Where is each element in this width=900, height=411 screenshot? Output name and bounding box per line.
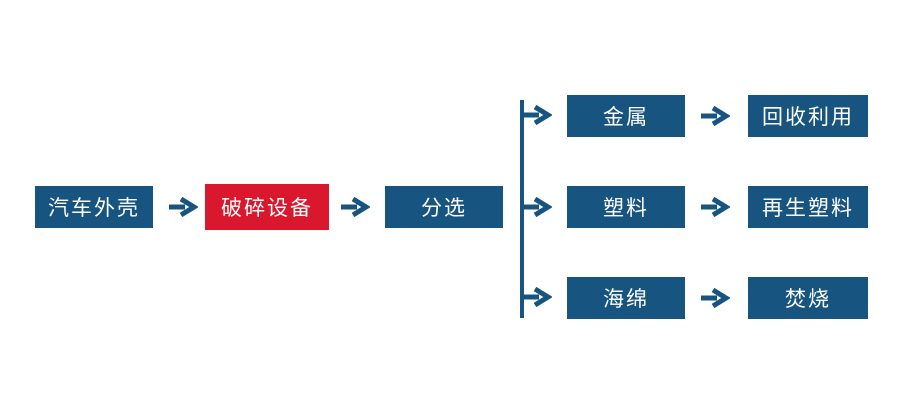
branch-arrow-right-icon xyxy=(523,287,552,307)
node-recycle-reuse-label: 回收利用 xyxy=(762,105,854,129)
arrow-right-icon xyxy=(169,197,198,217)
node-car-shell: 汽车外壳 xyxy=(35,186,153,228)
node-sponge-label: 海绵 xyxy=(603,287,649,311)
node-recycle-reuse: 回收利用 xyxy=(748,95,868,137)
arrow-right-icon xyxy=(701,197,730,217)
arrow-right-icon xyxy=(701,106,730,126)
node-metal: 金属 xyxy=(567,95,685,137)
branch-arrow-right-icon xyxy=(523,197,552,217)
branch-connector-line xyxy=(520,100,524,318)
node-crushing-equipment-label: 破碎设备 xyxy=(221,196,313,220)
arrow-right-icon xyxy=(341,197,370,217)
node-plastic-label: 塑料 xyxy=(603,196,649,220)
node-recycled-plastic: 再生塑料 xyxy=(748,186,868,228)
branch-arrow-right-icon xyxy=(523,105,552,125)
node-car-shell-label: 汽车外壳 xyxy=(48,196,140,220)
node-sponge: 海绵 xyxy=(567,277,685,319)
node-incineration: 焚烧 xyxy=(748,277,868,319)
node-sorting-label: 分选 xyxy=(421,196,467,220)
node-crushing-equipment: 破碎设备 xyxy=(205,184,329,230)
arrow-right-icon xyxy=(701,288,730,308)
node-metal-label: 金属 xyxy=(603,105,649,129)
node-plastic: 塑料 xyxy=(567,186,685,228)
node-incineration-label: 焚烧 xyxy=(785,287,831,311)
node-recycled-plastic-label: 再生塑料 xyxy=(762,196,854,220)
node-sorting: 分选 xyxy=(385,186,503,228)
